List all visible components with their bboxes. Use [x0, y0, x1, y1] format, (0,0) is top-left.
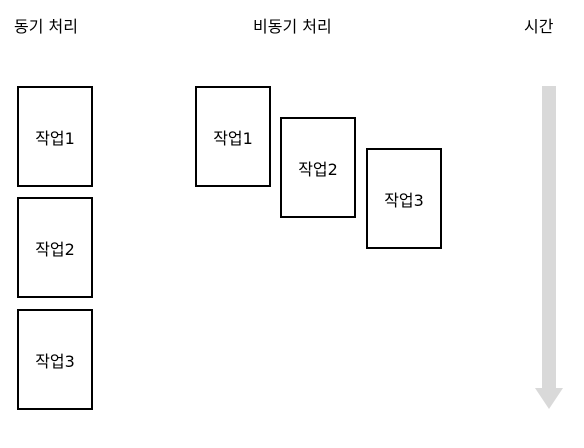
sync-task-label: 작업3: [35, 351, 75, 371]
async-task-label: 작업3: [384, 190, 424, 210]
async-task-box: 작업3: [366, 148, 442, 249]
sync-task-label: 작업2: [35, 239, 75, 259]
sync-task-box: 작업3: [17, 309, 93, 410]
time-heading: 시간: [524, 17, 554, 36]
async-task-box: 작업1: [195, 86, 271, 187]
sync-task-label: 작업1: [35, 128, 75, 148]
async-task-label: 작업2: [298, 159, 338, 179]
async-processing-heading: 비동기 처리: [253, 17, 332, 36]
sync-task-box: 작업1: [17, 86, 93, 187]
async-task-box: 작업2: [280, 117, 356, 218]
sync-processing-heading: 동기 처리: [14, 17, 78, 36]
time-arrow-icon: [535, 86, 563, 409]
async-task-label: 작업1: [213, 128, 253, 148]
sync-task-box: 작업2: [17, 197, 93, 298]
